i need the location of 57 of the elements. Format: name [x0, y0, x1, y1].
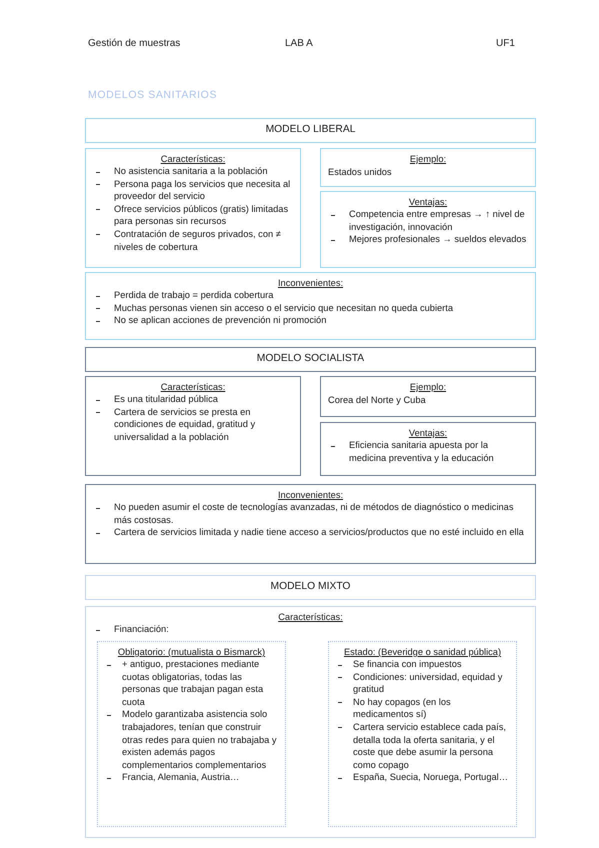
bullet-item: Mejores profesionales → sueldos elevados — [330, 233, 527, 246]
page-title: MODELOS SANITARIOS — [88, 88, 218, 102]
bullet-item: No hay copagos (en los medicamentos sí) — [337, 696, 510, 721]
example-text: Estados unidos — [328, 166, 392, 179]
box-heading: Inconvenientes: — [278, 277, 344, 289]
bullet-item: Muchas personas vienen sin acceso o el servicio que necesitan no queda cubierta — [95, 302, 527, 314]
section-title-box — [85, 118, 536, 143]
subcontent-box — [328, 641, 517, 827]
bullet-item: No pueden asumir el coste de tecnologías avanzadas, ni de métodos de diagnóstico o medicinas más costosas. — [95, 501, 527, 526]
box-heading: Ejemplo: — [410, 153, 446, 165]
box-heading: Características: — [160, 153, 226, 165]
box-heading: Características: — [278, 611, 343, 623]
example-box — [320, 148, 536, 187]
box-heading: Ventajas: — [408, 196, 448, 208]
bullet-item: Cartera de servicios limitada y nadie tiene acceso a servicios/productos que no esté incluido en ella — [95, 526, 527, 539]
bullet-item: Es una titularidad pública — [95, 393, 292, 406]
content-box — [320, 422, 536, 476]
content-box — [85, 606, 536, 838]
example-text: Corea del Norte y Cuba — [328, 394, 426, 407]
bullet-item: Condiciones: universidad, equidad y gratitud — [337, 670, 510, 696]
bullet-item: No se aplican acciones de prevención ni promoción — [95, 314, 527, 327]
bullet-item: Modelo garantizaba asistencia solo trabajadores, tenían que construir otras redes para quien no trabajaba y existen además pagos complementarios complementarios — [106, 708, 279, 772]
box-heading: Características: — [160, 381, 226, 393]
content-box — [85, 148, 301, 268]
bullet-item: España, Suecia, Noruega, Portugal… — [337, 771, 510, 784]
box-heading: Ejemplo: — [410, 381, 446, 393]
bullet-item: + antiguo, prestaciones mediante cuotas obligatorias, todas las personas que trabajan pagan esta cuota — [106, 658, 279, 708]
header-text: LAB A — [285, 37, 313, 50]
content-box — [85, 376, 301, 476]
box-heading: Ventajas: — [408, 427, 448, 439]
box-heading: Inconvenientes: — [278, 489, 344, 501]
bullet-item: Eficiencia sanitaria apuesta por la medicina preventiva y la educación — [330, 439, 527, 464]
bullet-item: No asistencia sanitaria a la población — [95, 165, 292, 178]
bullet-item: Persona paga los servicios que necesita al proveedor del servicio — [95, 178, 292, 203]
section-title-box — [85, 575, 536, 600]
header-text: Gestión de muestras — [88, 37, 180, 50]
content-box — [85, 484, 536, 564]
content-box — [320, 191, 536, 268]
bullet-item: Cartera servicio establece cada país, detalla toda la oferta sanitaria, y el coste que debe asumir la persona como copago — [337, 720, 510, 772]
box-heading: Estado: (Beveridge o sanidad pública) — [344, 646, 502, 658]
box-heading: Obligatorio: (mutualista o Bismarck) — [118, 646, 266, 658]
bullet-item: Contratación de seguros privados, con ≠ niveles de cobertura — [95, 228, 292, 254]
bullet-item: Francia, Alemania, Austria… — [106, 771, 279, 784]
bullet-item: Se financia con impuestos — [337, 658, 510, 671]
section-title-box — [85, 347, 536, 372]
bullet-item: Competencia entre empresas → ↑ nivel de investigación, innovación — [330, 208, 527, 234]
header-text: UF1 — [496, 37, 515, 50]
bullet-item: Perdida de trabajo = perdida cobertura — [95, 289, 527, 302]
section-title: MODELO LIBERAL — [266, 123, 356, 137]
bullet-item: Ofrece servicios públicos (gratis) limitadas para personas sin recursos — [95, 202, 292, 228]
section-title: MODELO MIXTO — [270, 580, 350, 594]
section-title: MODELO SOCIALISTA — [256, 352, 364, 366]
bullet-item: Financiación: — [95, 623, 527, 636]
content-box — [85, 272, 536, 340]
subcontent-box — [97, 641, 286, 827]
bullet-item: Cartera de servicios se presta en condiciones de equidad, gratitud y universalidad a la población — [95, 406, 292, 444]
example-box — [320, 376, 536, 417]
